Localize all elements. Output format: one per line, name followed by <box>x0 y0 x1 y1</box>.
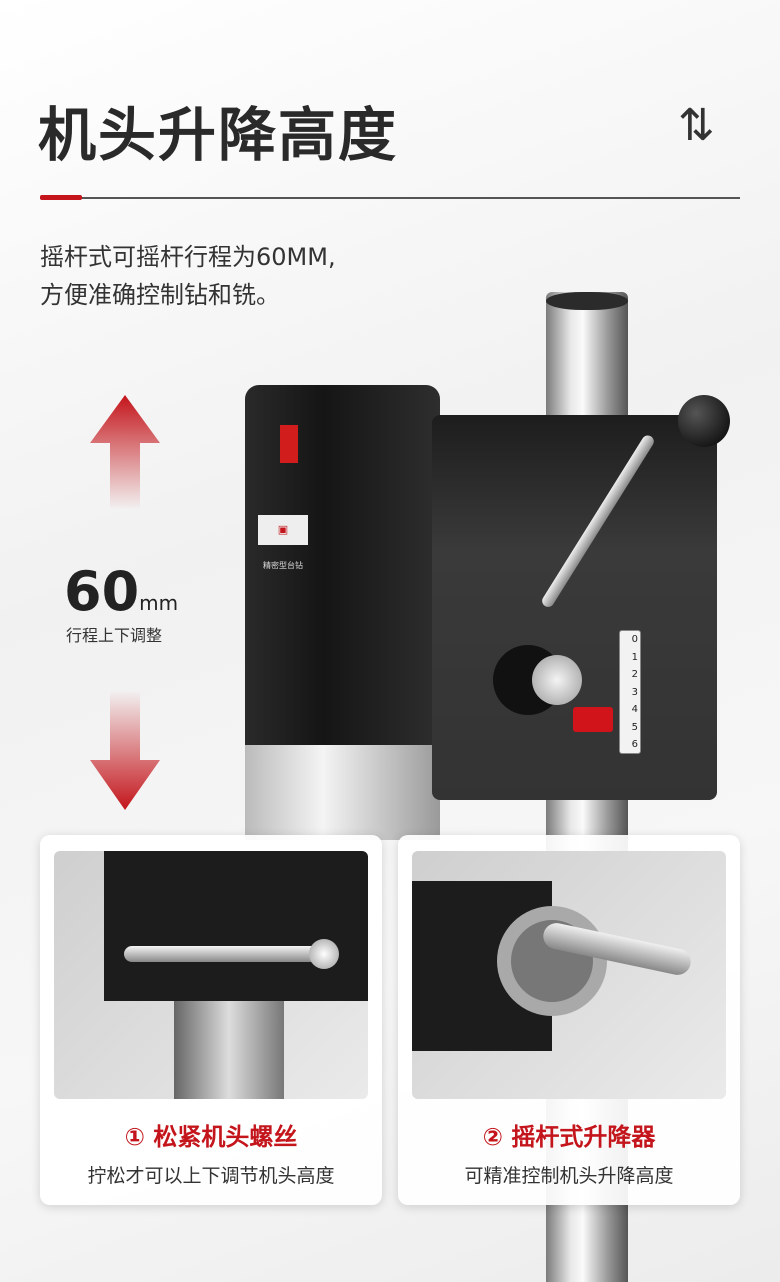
card-subtitle: 拧松才可以上下调节机头高度 <box>87 1165 335 1187</box>
lever-hub <box>532 655 582 705</box>
divider <box>40 197 740 199</box>
scale-mark: 6 <box>631 739 638 750</box>
feature-card-crank-lift: ② 摇杆式升降器 可精准控制机头升降高度 <box>398 835 740 1205</box>
divider-accent <box>40 195 82 200</box>
crank-lift-photo <box>412 851 726 1099</box>
scale-mark: 3 <box>631 686 638 698</box>
travel-number: 60 <box>64 560 140 623</box>
card-title: ② 摇杆式升降器 <box>482 1123 656 1151</box>
travel-unit: mm <box>139 591 179 615</box>
page-title: 机头升降高度 <box>38 101 399 169</box>
arrow-down-icon <box>90 690 160 810</box>
power-switch <box>280 425 298 463</box>
motor-base <box>245 745 440 840</box>
scale-mark: 1 <box>631 651 638 663</box>
scale-mark: 0 <box>631 634 638 645</box>
model-label: 精密型台钻 <box>263 561 303 570</box>
scale-mark: 5 <box>631 721 638 733</box>
gearbox <box>432 415 717 800</box>
description: 摇杆式可摇杆行程为60MM, 方便准确控制钻和铣。 <box>40 238 336 314</box>
travel-label: 行程上下调整 <box>66 626 163 645</box>
card-title: ① 松紧机头螺丝 <box>124 1123 298 1151</box>
scale-mark: 2 <box>631 669 638 680</box>
lever-knob <box>678 395 730 447</box>
brand-logo: ▣ <box>258 515 308 545</box>
scale-mark: 4 <box>631 704 638 715</box>
card-subtitle: 可精准控制机头升降高度 <box>464 1165 674 1187</box>
description-line: 方便准确控制钻和铣。 <box>40 281 280 309</box>
depth-stop-clamp <box>573 707 613 732</box>
depth-scale: 0 1 2 3 4 5 6 <box>619 630 641 754</box>
up-down-arrows-icon: ⇅ <box>678 100 715 151</box>
travel-value: 60mm <box>64 560 178 623</box>
arrow-up-icon <box>90 395 160 510</box>
description-line: 摇杆式可摇杆行程为60MM, <box>40 243 336 271</box>
clamp-screw-photo <box>54 851 368 1099</box>
motor-housing <box>245 385 440 770</box>
column-cap <box>546 292 628 310</box>
feature-card-clamp-screw: ① 松紧机头螺丝 拧松才可以上下调节机头高度 <box>40 835 382 1205</box>
